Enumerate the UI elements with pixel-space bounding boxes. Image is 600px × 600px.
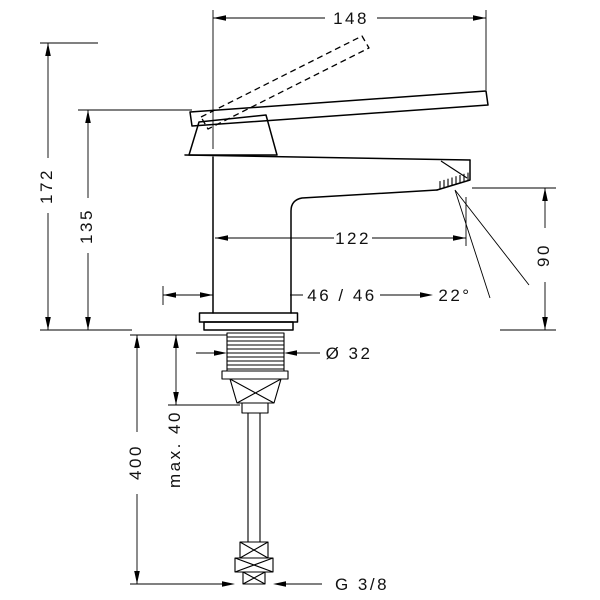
dimension-length-400: 400 — [126, 335, 222, 585]
dimension-height-135: 135 — [77, 109, 192, 330]
dimension-label-122: 122 — [335, 229, 371, 248]
dimension-label-g38: G 3/8 — [335, 575, 389, 594]
spray-angle-wedge — [454, 189, 530, 299]
spout-tip-edge — [436, 159, 471, 191]
base-plate-upper — [198, 312, 299, 323]
dimension-width-148: 148 — [212, 9, 487, 149]
dimension-diameter-32: Ø 32 — [196, 344, 373, 363]
dimension-reach-122: 122 — [215, 197, 467, 248]
hose-connector — [234, 541, 274, 585]
handle-lever-raised — [200, 35, 370, 130]
dimension-label-135: 135 — [77, 208, 96, 244]
faucet-outline — [184, 35, 489, 331]
aerator-icon — [439, 160, 469, 190]
dimension-label-400: 400 — [126, 444, 145, 480]
dimension-label-diameter-32: Ø 32 — [326, 344, 373, 363]
dimension-label-46-46: 46 / 46 — [307, 286, 377, 305]
dimension-thread-g38: G 3/8 — [222, 575, 389, 594]
washer — [221, 370, 289, 380]
dimension-label-148: 148 — [333, 9, 369, 28]
base-plate-lower — [203, 321, 294, 331]
hose-adapter — [241, 402, 269, 414]
mounting-nut — [229, 378, 282, 404]
dimension-label-22deg: 22° — [438, 286, 471, 305]
dimension-max-40: max. 40 — [130, 334, 240, 488]
spout-top-edge — [184, 154, 471, 161]
dimension-height-90: 90 — [472, 187, 556, 331]
spout-underside — [290, 189, 438, 314]
dimension-label-90: 90 — [534, 243, 553, 267]
dimension-offset-and-angle: 46 / 46 22° — [162, 189, 530, 305]
dimension-height-172: 172 — [37, 42, 132, 331]
supply-hose — [247, 413, 261, 542]
handle-lever — [189, 90, 489, 127]
dimension-label-172: 172 — [37, 168, 56, 204]
threaded-shank — [226, 332, 285, 372]
mounting-assembly — [221, 332, 289, 585]
handle-base — [188, 114, 278, 156]
dimension-label-max-40: max. 40 — [165, 410, 184, 488]
